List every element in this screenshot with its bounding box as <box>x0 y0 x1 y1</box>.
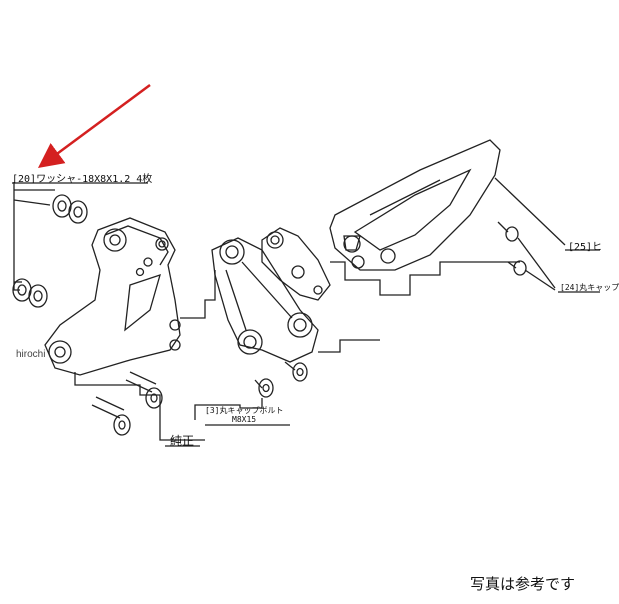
diagram-drawing <box>12 83 600 447</box>
cap-bolt-middle-b <box>284 361 308 382</box>
cap-bolt-left-b <box>125 371 163 409</box>
watermark-text: hirochi <box>16 349 46 360</box>
leader-steps-middle <box>330 261 520 296</box>
cap-bolt-size-label: M8X15 <box>232 415 257 424</box>
cap-bolt-right-a <box>497 221 519 242</box>
washer-pair-lower <box>12 278 48 308</box>
washer-label: [20]ワッシャ-18X8X1.2 4枚 <box>12 174 153 185</box>
leader-steps-left <box>74 372 205 441</box>
cap-bolt-label: [3]丸キャップボルト <box>205 406 284 415</box>
cap-bolt-middle-a <box>254 378 274 398</box>
genuine-label: 純正 <box>170 434 195 448</box>
middle-linkage-arm <box>211 237 319 363</box>
red-pointer-arrow <box>37 83 151 168</box>
washer-pair-upper <box>52 194 88 224</box>
cap-bolt-left-a <box>91 396 131 436</box>
cap-bolt-right-b <box>507 260 527 276</box>
washer-leader-line <box>13 182 20 291</box>
reference-photo-note: 写真は参考です <box>470 575 576 593</box>
part-25-label: [25]ヒ <box>568 242 603 253</box>
heel-guard-plate <box>329 139 501 271</box>
middle-bracket <box>261 227 331 301</box>
part-24-label: [24]丸キャップ <box>560 283 619 292</box>
left-bracket-plate <box>44 217 181 376</box>
exploded-parts-diagram: [20]ワッシャ-18X8X1.2 4枚 [3]丸キャップボルト M8X15 純… <box>12 83 619 593</box>
